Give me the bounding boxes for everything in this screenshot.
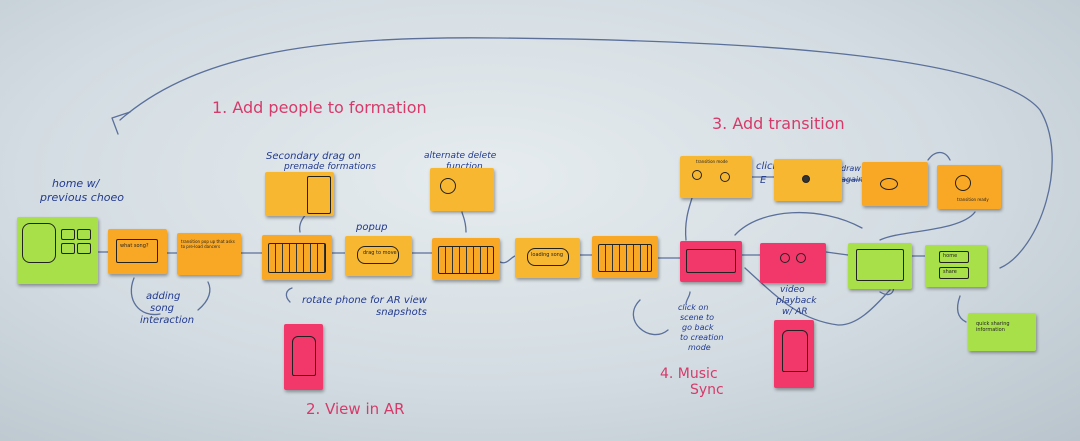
label-clickon-line1: click on xyxy=(678,303,709,312)
note-what-song-text: what song? xyxy=(120,243,149,249)
note-transition-mode: transition mode xyxy=(680,156,752,198)
note-formation-grid-3 xyxy=(592,236,658,278)
label-adding-line1: adding xyxy=(146,291,181,302)
dancers-sketch-2 xyxy=(782,330,808,372)
note-alternate-delete xyxy=(430,168,494,211)
note-loading-song: loading song xyxy=(515,238,580,278)
label-home-line1: home w/ xyxy=(52,177,100,190)
note-home-screen xyxy=(17,217,98,284)
label-click-line2: E xyxy=(760,175,767,186)
label-adding-line3: interaction xyxy=(140,315,195,326)
heading-add-people: 1. Add people to formation xyxy=(212,98,427,117)
note-transition-ready: transition ready xyxy=(937,165,1001,209)
label-adding-line2: song xyxy=(150,303,175,314)
note-loading-song-text: loading song xyxy=(531,252,564,258)
heading-music-sync-line2: Sync xyxy=(690,382,724,398)
note-formation-grid xyxy=(262,235,332,280)
note-popup: drag to move xyxy=(345,236,412,276)
label-draw-line1: draw xyxy=(841,164,861,173)
label-video-line3: w/ AR xyxy=(782,307,808,317)
note-music-sync xyxy=(680,241,742,282)
label-home-line2: previous choeo xyxy=(40,191,125,204)
note-draw-again xyxy=(862,162,928,206)
label-secondary-line1: Secondary drag on xyxy=(266,151,361,162)
label-click-line1: click xyxy=(756,161,779,172)
note-video-ar xyxy=(774,320,814,388)
note-video-playback xyxy=(760,243,826,283)
label-rotate-line2: snapshots xyxy=(376,307,427,318)
dancers-sketch xyxy=(292,336,316,376)
note-quick-sharing: quick sharing information xyxy=(968,313,1036,351)
label-clickon-line2: scene to xyxy=(680,313,715,322)
return-arc xyxy=(119,37,1053,269)
note-transition-mode-text: transition mode xyxy=(696,159,728,164)
label-secondary-line2: premade formations xyxy=(284,162,376,172)
label-popup: popup xyxy=(356,222,388,233)
note-premade-formations xyxy=(265,172,334,216)
note-view-ar xyxy=(284,324,323,390)
note-transition-options xyxy=(848,243,912,289)
label-draw-line2: again xyxy=(841,175,864,184)
label-rotate-line1: rotate phone for AR view xyxy=(302,295,427,306)
label-clickon-line5: mode xyxy=(688,343,711,352)
label-video-line1: video xyxy=(780,285,805,295)
heading-add-transition: 3. Add transition xyxy=(712,114,845,133)
heading-view-ar: 2. View in AR xyxy=(306,400,405,418)
label-alternate-line1: alternate delete xyxy=(424,151,497,161)
note-share-text: share xyxy=(943,269,957,275)
note-quick-sharing-text: quick sharing information xyxy=(976,321,1010,333)
note-transition-popup: transition pop up that asks to pre-load … xyxy=(177,233,241,275)
label-video-line2: playback xyxy=(776,296,817,306)
note-home-text: home xyxy=(943,253,958,259)
note-popup-text: drag to move xyxy=(363,250,397,256)
note-transition-ready-text: transition ready xyxy=(957,197,989,202)
label-clickon-line3: go back xyxy=(682,323,714,332)
note-transition-popup-text: transition pop up that asks to pre-load … xyxy=(181,239,235,249)
note-click-e xyxy=(774,159,842,201)
note-formation-grid-2 xyxy=(432,238,500,280)
heading-music-sync-line1: 4. Music xyxy=(660,366,718,382)
sketch-circle-area xyxy=(22,223,56,263)
label-alternate-line2: function xyxy=(446,162,483,172)
note-home-share: home share xyxy=(925,245,987,287)
label-clickon-line4: to creation xyxy=(680,333,724,342)
note-what-song: what song? xyxy=(108,229,167,274)
